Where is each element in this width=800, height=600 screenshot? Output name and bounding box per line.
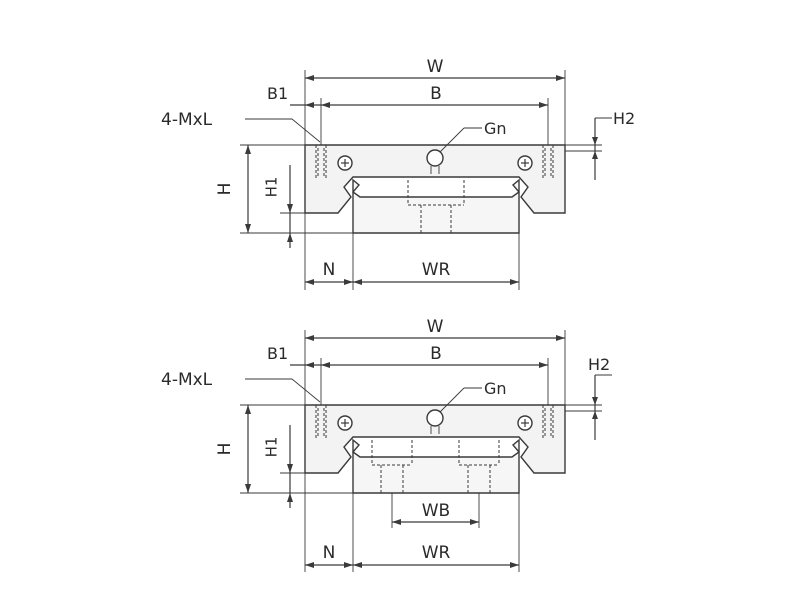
guide-rail bbox=[351, 438, 521, 494]
tapped-hole-left bbox=[315, 145, 327, 180]
guide-rail bbox=[351, 178, 521, 234]
bottom-view: W B B1 4-MxL H2 Gn H bbox=[161, 317, 612, 572]
dim-label-h2: H2 bbox=[588, 355, 610, 374]
dim-label-h: H bbox=[215, 443, 235, 456]
dim-label-gn: Gn bbox=[484, 379, 507, 398]
end-screw-left-icon bbox=[337, 155, 353, 171]
grease-nipple-icon bbox=[426, 409, 444, 434]
dim-label-mxl: 4-MxL bbox=[161, 370, 213, 390]
top-view: W B B1 4-MxL H2 Gn H bbox=[161, 57, 635, 290]
dim-label-h2: H2 bbox=[613, 109, 635, 128]
dim-label-mxl: 4-MxL bbox=[161, 110, 213, 130]
rail-bolt-hole bbox=[407, 180, 465, 233]
end-screw-left-icon bbox=[337, 415, 353, 431]
dim-label-h1: H1 bbox=[263, 177, 281, 198]
dim-label-w: W bbox=[427, 317, 444, 337]
dim-label-gn: Gn bbox=[484, 119, 507, 138]
end-screw-right-icon bbox=[517, 155, 533, 171]
carriage-block bbox=[304, 144, 566, 214]
dim-label-b: B bbox=[430, 84, 442, 104]
dim-label-w: W bbox=[427, 57, 444, 77]
dim-label-b1: B1 bbox=[267, 84, 288, 103]
dim-label-b1: B1 bbox=[267, 344, 288, 363]
tapped-hole-right bbox=[542, 405, 554, 440]
tapped-hole-left bbox=[315, 405, 327, 440]
dim-label-wr: WR bbox=[422, 543, 451, 563]
carriage-block bbox=[304, 404, 566, 474]
dim-label-b: B bbox=[430, 344, 442, 364]
dim-label-n: N bbox=[323, 543, 336, 563]
dim-label-h: H bbox=[215, 183, 235, 196]
dim-label-wb: WB bbox=[422, 501, 450, 521]
dim-label-n: N bbox=[323, 260, 336, 280]
rail-bolt-hole-left bbox=[371, 440, 413, 493]
grease-nipple-icon bbox=[426, 149, 444, 174]
dim-label-wr: WR bbox=[422, 260, 451, 280]
dim-label-h1: H1 bbox=[263, 437, 281, 458]
end-screw-right-icon bbox=[517, 415, 533, 431]
rail-bolt-hole-right bbox=[458, 440, 500, 493]
tapped-hole-right bbox=[542, 145, 554, 180]
